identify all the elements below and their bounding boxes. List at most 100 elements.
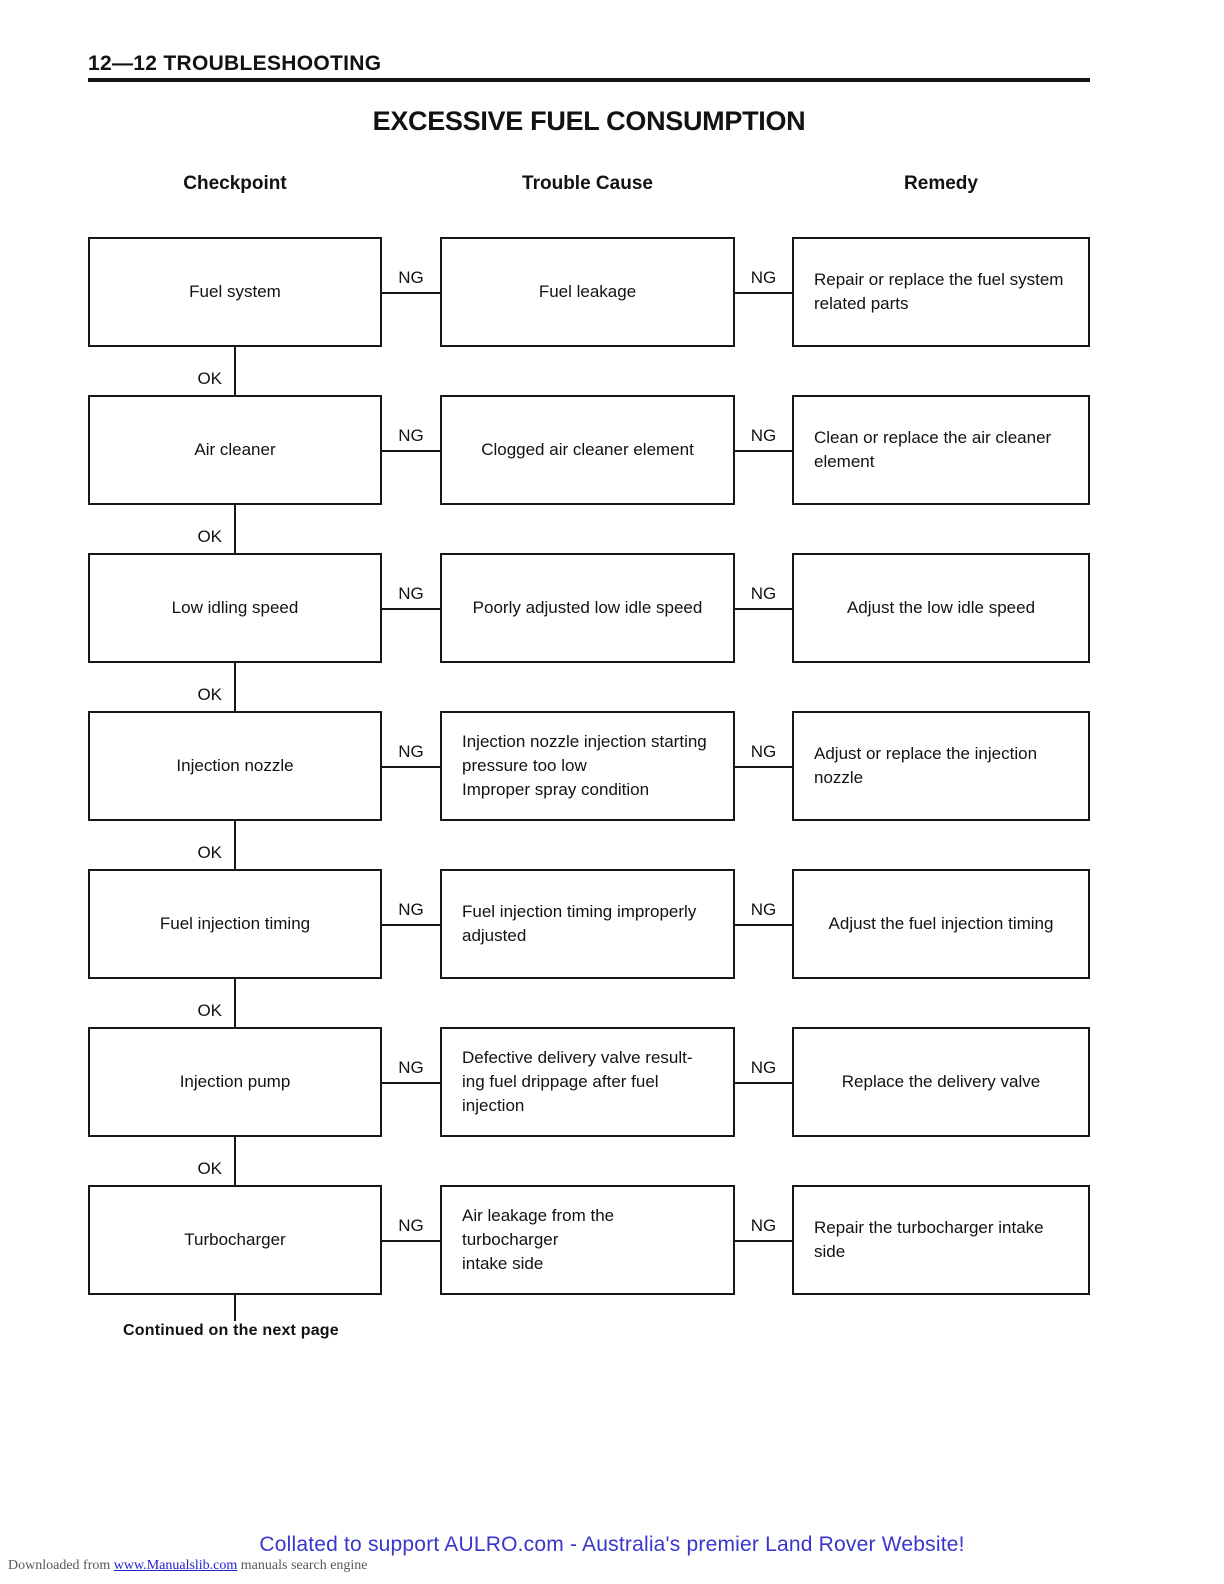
ng-label: NG [750, 584, 777, 603]
ng-label: NG [750, 426, 777, 445]
ng-label: NG [398, 268, 424, 287]
ng-connector-line [382, 1082, 440, 1084]
page-header: 12—12 TROUBLESHOOTING [88, 52, 382, 75]
continued-connector-line [234, 1295, 236, 1321]
box-text-line: Fuel injection timing [159, 914, 311, 933]
ok-connector-line [234, 663, 236, 711]
ng-connector-line [382, 766, 440, 768]
manualslib-link[interactable]: www.Manualslib.com [113, 1558, 238, 1573]
box-text-line: Poorly adjusted low idle speed [472, 598, 703, 617]
box-text-line: intake side [462, 1254, 544, 1273]
box-text-line: Adjust the low idle speed [846, 598, 1036, 617]
box-text-line: Fuel system [189, 282, 281, 301]
box-text-line: adjusted [462, 926, 527, 945]
remedy-box: Adjust the low idle speed [792, 553, 1090, 663]
box-text-line: Injection pump [179, 1072, 291, 1091]
ng-connector-line [735, 924, 792, 926]
remedy-box: Adjust the fuel injection timing [792, 869, 1090, 979]
flow-row: Fuel system NG Fuel leakage NG Repair or rep… [0, 237, 1224, 395]
box-text-line: Fuel injection timing improperly [462, 902, 697, 921]
box-text-line: Injection nozzle injection starting [462, 732, 707, 751]
ok-connector-line [234, 1137, 236, 1185]
box-text-line: Adjust the fuel injection timing [828, 914, 1054, 933]
box-text-line: nozzle [814, 768, 864, 787]
ok-label: OK [197, 843, 222, 862]
ok-label: OK [197, 527, 222, 546]
box-text-line: Clogged air cleaner element [481, 440, 694, 459]
checkpoint-box: Fuel injection timing [88, 869, 382, 979]
ok-connector-line [234, 505, 236, 553]
box-text-line: Adjust or replace the injection [814, 744, 1038, 763]
trouble-cause-box: Injection nozzle injection starting press… [440, 711, 735, 821]
ng-label: NG [750, 900, 777, 919]
ng-label: NG [398, 584, 424, 603]
ng-connector-line [382, 924, 440, 926]
box-text-line: Repair or replace the fuel system [814, 270, 1064, 289]
remedy-box: Replace the delivery valve [792, 1027, 1090, 1137]
box-text-line: Air leakage from the turbocharger [462, 1206, 615, 1249]
ng-connector-line [382, 450, 440, 452]
box-text-line: side [814, 1242, 846, 1261]
box-text-line: Fuel leakage [538, 282, 637, 301]
ng-label: NG [750, 268, 777, 287]
box-text-line: pressure too low [462, 756, 587, 775]
checkpoint-box: Injection pump [88, 1027, 382, 1137]
ng-label: NG [398, 742, 424, 761]
box-text-line: Defective delivery valve result- [462, 1048, 693, 1067]
ng-label: NG [750, 742, 777, 761]
ok-label: OK [197, 369, 222, 388]
checkpoint-box: Turbocharger [88, 1185, 382, 1295]
ok-label: OK [197, 1001, 222, 1020]
ng-connector-line [735, 1082, 792, 1084]
box-text-line: Clean or replace the air cleaner [814, 428, 1052, 447]
trouble-cause-box: Air leakage from the turbocharger intake … [440, 1185, 735, 1295]
ng-label: NG [750, 1216, 777, 1235]
box-text-line: Air cleaner [194, 440, 276, 459]
trouble-cause-box: Poorly adjusted low idle speed [440, 553, 735, 663]
ng-connector-line [382, 1240, 440, 1242]
flow-row: Injection nozzle NG Injection nozzle injec… [0, 711, 1224, 869]
trouble-cause-box: Fuel leakage [440, 237, 735, 347]
flow-row: Air cleaner NG Clogged air cleaner element… [0, 395, 1224, 553]
box-text-line: Turbocharger [184, 1230, 286, 1249]
box-text-line: Replace the delivery valve [841, 1072, 1041, 1091]
ng-connector-line [735, 766, 792, 768]
flow-row: Fuel injection timing NG Fuel injection ti… [0, 869, 1224, 1027]
box-text-line: related parts [814, 294, 909, 313]
checkpoint-box: Air cleaner [88, 395, 382, 505]
column-header-checkpoint: Checkpoint [183, 173, 287, 194]
footer-downloaded: Downloaded from www.Manualslib.com manua… [8, 1558, 368, 1574]
box-text-line: Low idling speed [171, 598, 299, 617]
footer-downloaded-suffix: manuals search engine [237, 1558, 368, 1573]
box-text-line: Improper spray condition [462, 780, 650, 799]
remedy-box: Adjust or replace the injection nozzle [792, 711, 1090, 821]
footer-downloaded-prefix: Downloaded from [8, 1558, 114, 1573]
checkpoint-box: Injection nozzle [88, 711, 382, 821]
trouble-cause-box: Fuel injection timing improperly adjusted [440, 869, 735, 979]
ok-label: OK [197, 1159, 222, 1178]
ng-label: NG [398, 1216, 424, 1235]
flow-row: Turbocharger NG Air leakage from the turbo… [0, 1185, 1224, 1343]
continued-label: Continued on the next page [123, 1322, 339, 1339]
ok-connector-line [234, 979, 236, 1027]
box-text-line: ing fuel drippage after fuel [462, 1072, 659, 1091]
footer-collated-text: Collated to support AULRO.com - Australi… [259, 1533, 965, 1556]
ok-connector-line [234, 821, 236, 869]
trouble-cause-box: Clogged air cleaner element [440, 395, 735, 505]
ok-label: OK [197, 685, 222, 704]
ng-label: NG [398, 426, 424, 445]
page-title: EXCESSIVE FUEL CONSUMPTION [372, 106, 806, 136]
ok-connector-line [234, 347, 236, 395]
remedy-box: Repair or replace the fuel system related… [792, 237, 1090, 347]
ng-connector-line [382, 292, 440, 294]
box-text-line: Injection nozzle [176, 756, 294, 775]
ng-connector-line [735, 450, 792, 452]
column-header-trouble-cause: Trouble Cause [522, 173, 653, 194]
ng-label: NG [750, 1058, 777, 1077]
ng-connector-line [735, 608, 792, 610]
checkpoint-box: Fuel system [88, 237, 382, 347]
ng-label: NG [398, 1058, 424, 1077]
